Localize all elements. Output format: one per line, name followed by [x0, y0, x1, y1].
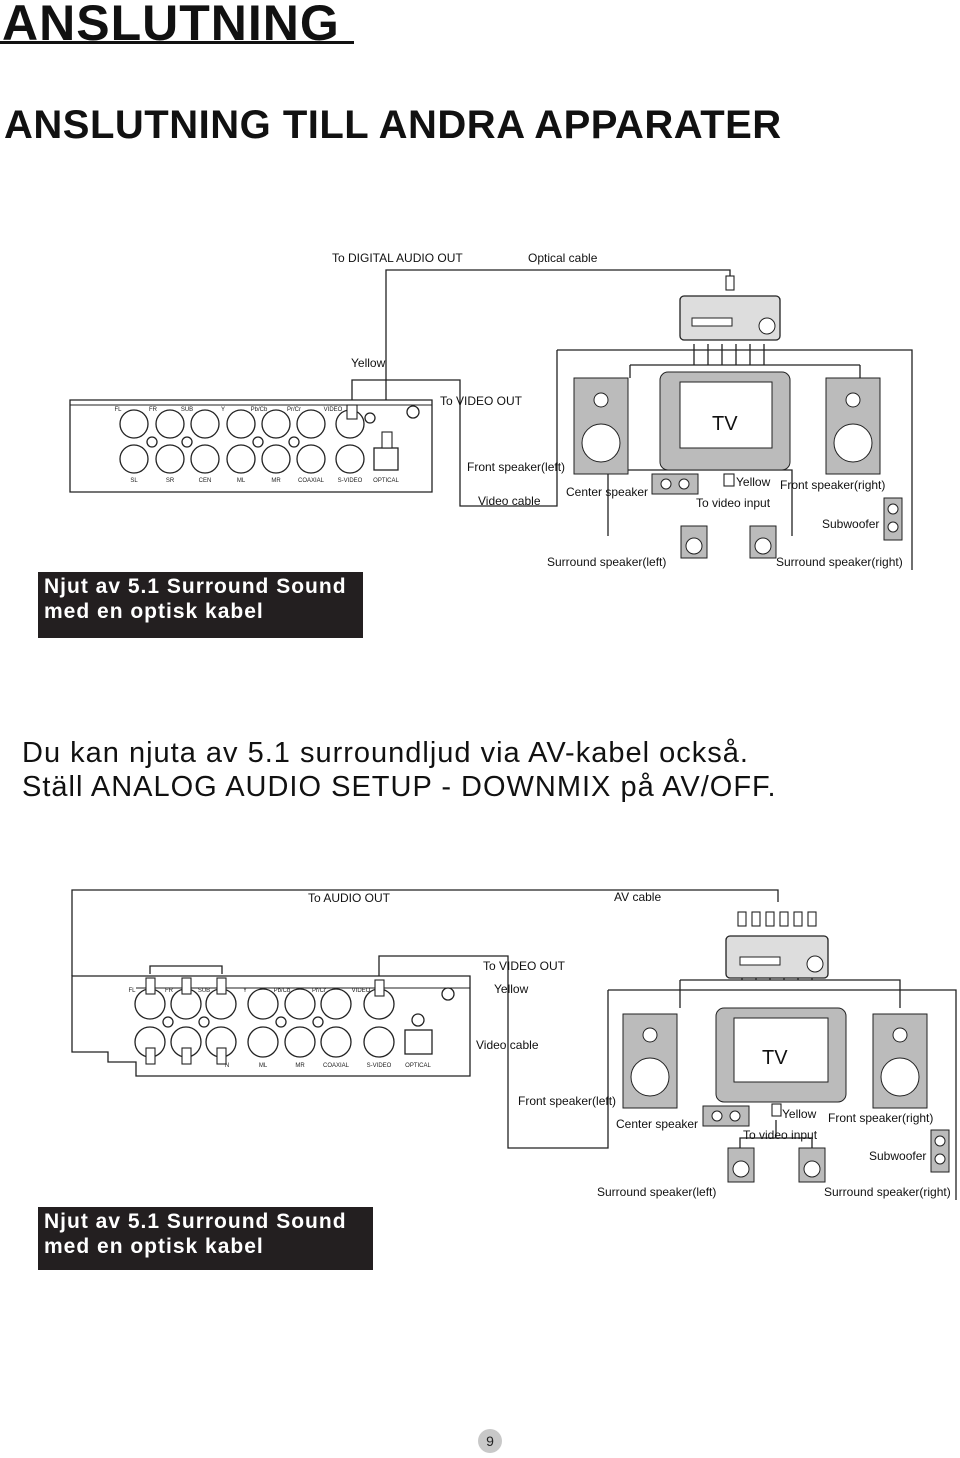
svg-text:MR: MR	[271, 478, 281, 484]
svg-text:To DIGITAL AUDIO OUT: To DIGITAL AUDIO OUT	[332, 251, 463, 265]
svg-text:VIDEO: VIDEO	[352, 988, 371, 994]
svg-text:Subwoofer: Subwoofer	[822, 517, 879, 531]
jack-labels-bottom: SL SR CEN ML MR COAXIAL S-VIDEO OPTICAL	[130, 478, 399, 484]
svg-text:Y: Y	[221, 407, 225, 413]
svg-text:Pb/Cb: Pb/Cb	[251, 407, 268, 413]
diagram1-labels: To DIGITAL AUDIO OUT Optical cable Yello…	[332, 251, 903, 569]
svg-text:SL: SL	[130, 478, 138, 484]
svg-text:OPTICAL: OPTICAL	[405, 1063, 431, 1069]
front-speaker-right	[872, 1013, 928, 1109]
banner-line: Njut av 5.1 Surround Sound	[44, 575, 347, 598]
svg-text:To VIDEO OUT: To VIDEO OUT	[440, 394, 523, 408]
surround-speakers	[680, 525, 777, 559]
tv: TV	[659, 371, 791, 471]
svg-text:Yellow: Yellow	[736, 475, 771, 489]
banner-line: Njut av 5.1 Surround Sound	[44, 1210, 347, 1233]
page-number: 9	[478, 1429, 502, 1453]
svg-text:Front speaker(right): Front speaker(right)	[780, 478, 885, 492]
center-speaker	[651, 473, 699, 495]
instruction-line: Du kan njuta av 5.1 surroundljud via AV-…	[22, 737, 749, 769]
tv: TV	[715, 1007, 847, 1103]
diagram2-labels: To AUDIO OUT AV cable To VIDEO OUT Yello…	[308, 890, 951, 1199]
svg-text:SUB: SUB	[181, 407, 193, 413]
surround-speakers	[727, 1147, 826, 1183]
svg-text:Pb/Cb: Pb/Cb	[274, 988, 291, 994]
amplifier	[679, 295, 781, 341]
svg-text:ML: ML	[259, 1063, 268, 1069]
svg-text:Center speaker: Center speaker	[566, 485, 648, 499]
svg-text:To video input: To video input	[696, 496, 771, 510]
svg-text:Video cable: Video cable	[476, 1038, 539, 1052]
svg-text:TV: TV	[712, 413, 738, 435]
info-banner-2: Njut av 5.1 Surround Sound med en optisk…	[38, 1207, 373, 1270]
cable-plugs	[145, 911, 817, 1117]
svg-text:S-VIDEO: S-VIDEO	[367, 1063, 392, 1069]
svg-text:Center speaker: Center speaker	[616, 1117, 698, 1131]
svg-text:ML: ML	[237, 478, 246, 484]
svg-text:COAXIAL: COAXIAL	[323, 1063, 350, 1069]
svg-text:AV cable: AV cable	[614, 890, 661, 904]
svg-text:SUB: SUB	[198, 988, 210, 994]
svg-text:FR: FR	[165, 988, 174, 994]
rca-jacks	[134, 987, 455, 1058]
svg-text:Surround speaker(right): Surround speaker(right)	[776, 555, 903, 569]
jack-labels-top: FL FR SUB Y Pb/Cb Pr/Cr VIDEO	[114, 407, 342, 413]
front-speaker-left	[573, 377, 629, 475]
jack-labels-top: FL FR SUB Y Pb/Cb Pr/Cr VIDEO	[128, 988, 370, 994]
instruction-line: Ställ ANALOG AUDIO SETUP - DOWNMIX på AV…	[22, 771, 777, 803]
svg-text:COAXIAL: COAXIAL	[298, 478, 325, 484]
svg-text:VIDEO: VIDEO	[324, 407, 343, 413]
subwoofer	[930, 1129, 950, 1173]
svg-text:To video input: To video input	[743, 1128, 818, 1142]
optical-connection-diagram: FL FR SUB Y Pb/Cb Pr/Cr VIDEO SL SR CEN …	[0, 240, 960, 580]
svg-text:Subwoofer: Subwoofer	[869, 1149, 926, 1163]
svg-text:Yellow: Yellow	[351, 356, 386, 370]
svg-text:Pr/Cr: Pr/Cr	[312, 988, 326, 994]
svg-text:Video cable: Video cable	[478, 494, 541, 508]
svg-text:N: N	[225, 1063, 229, 1069]
svg-text:Front speaker(left): Front speaker(left)	[467, 460, 565, 474]
svg-text:To AUDIO OUT: To AUDIO OUT	[308, 891, 391, 905]
svg-text:Yellow: Yellow	[782, 1107, 817, 1121]
info-banner-1: Njut av 5.1 Surround Sound med en optisk…	[38, 572, 363, 638]
svg-text:FR: FR	[149, 407, 158, 413]
svg-text:MR: MR	[295, 1063, 305, 1069]
svg-text:Pr/Cr: Pr/Cr	[287, 407, 301, 413]
svg-text:CEN: CEN	[199, 478, 212, 484]
svg-text:To VIDEO OUT: To VIDEO OUT	[483, 959, 566, 973]
front-speaker-left	[622, 1013, 678, 1109]
svg-text:Optical cable: Optical cable	[528, 251, 598, 265]
svg-text:Front speaker(right): Front speaker(right)	[828, 1111, 933, 1125]
svg-text:S-VIDEO: S-VIDEO	[338, 478, 363, 484]
svg-text:Surround speaker(left): Surround speaker(left)	[597, 1185, 716, 1199]
svg-text:Y: Y	[243, 988, 247, 994]
subwoofer	[883, 497, 903, 541]
av-connection-svg: FL FR SUB Y Pb/Cb Pr/Cr VIDEO N ML MR CO…	[71, 889, 957, 1200]
title-underline	[0, 41, 354, 44]
svg-text:SR: SR	[166, 478, 175, 484]
front-speaker-right	[825, 377, 881, 475]
svg-text:Surround speaker(left): Surround speaker(left)	[547, 555, 666, 569]
svg-text:Surround speaker(right): Surround speaker(right)	[824, 1185, 951, 1199]
banner-line: med en optisk kabel	[44, 1235, 264, 1258]
center-speaker	[702, 1105, 750, 1127]
svg-text:Yellow: Yellow	[494, 982, 529, 996]
rca-jacks	[119, 405, 420, 474]
av-connection-diagram: FL FR SUB Y Pb/Cb Pr/Cr VIDEO N ML MR CO…	[0, 880, 960, 1206]
section-title: ANSLUTNING TILL ANDRA APPARATER	[4, 103, 782, 147]
svg-text:FL: FL	[128, 988, 136, 994]
instruction-text: Du kan njuta av 5.1 surroundljud via AV-…	[22, 736, 777, 804]
banner-line: med en optisk kabel	[44, 600, 264, 623]
svg-text:OPTICAL: OPTICAL	[373, 478, 399, 484]
cable-plugs	[346, 275, 735, 487]
svg-text:TV: TV	[762, 1047, 788, 1069]
optical-connection-svg: FL FR SUB Y Pb/Cb Pr/Cr VIDEO SL SR CEN …	[69, 251, 913, 570]
jack-labels-bottom: N ML MR COAXIAL S-VIDEO OPTICAL	[225, 1063, 432, 1069]
page-title: ANSLUTNING	[2, 0, 340, 51]
svg-text:Front speaker(left): Front speaker(left)	[518, 1094, 616, 1108]
amplifier	[725, 935, 829, 979]
svg-text:FL: FL	[114, 407, 122, 413]
